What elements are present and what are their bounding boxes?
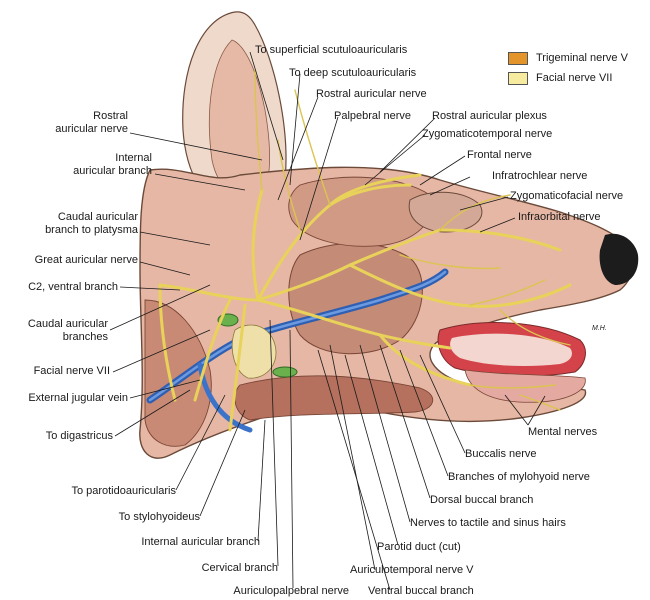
label-caudal-auricular-branches-line1: Caudal auricular (27, 318, 108, 330)
label-c2-ventral-branch: C2, ventral branch (28, 281, 118, 293)
label-to-parotidoauricularis: To parotidoauricularis (71, 485, 176, 497)
label-rostral-auricular-nerve-line2: auricular nerve (55, 123, 128, 135)
label-nerves-tactile-sinus-hairs: Nerves to tactile and sinus hairs (410, 517, 566, 529)
label-palpebral-nerve: Palpebral nerve (334, 110, 412, 122)
label-superficial-scutuloauricularis: To superficial scutuloauricularis (255, 44, 408, 56)
legend: Trigeminal nerve V Facial nerve VII (508, 48, 628, 88)
label-internal-auricular-branch-line2: auricular branch (73, 165, 152, 177)
label-facial-nerve-vii: Facial nerve VII (33, 365, 110, 377)
label-ventral-buccal-branch: Ventral buccal branch (368, 585, 474, 597)
label-internal-auricular-branch-line1: Internal (115, 152, 152, 164)
parotid-region (231, 324, 277, 379)
label-infratrochlear-nerve: Infratrochlear nerve (492, 170, 588, 182)
nose (599, 233, 639, 285)
label-buccalis-nerve: Buccalis nerve (465, 448, 537, 460)
label-zygomaticotemporal-nerve: Zygomaticotemporal nerve (422, 128, 553, 140)
label-auriculopalpebral-nerve: Auriculopalpebral nerve (233, 585, 349, 597)
leader-lines (109, 51, 546, 591)
label-great-auricular-nerve: Great auricular nerve (34, 254, 138, 266)
label-rostral-auricular-nerve-line1: Rostral (93, 110, 128, 122)
label-caudal-auricular-platysma-line2: branch to platysma (45, 224, 138, 236)
label-zygomaticofacial-nerve: Zygomaticofacial nerve (510, 190, 624, 202)
legend-row-trigeminal: Trigeminal nerve V (508, 48, 628, 68)
label-to-digastricus: To digastricus (45, 430, 113, 442)
legend-swatch-trigeminal (508, 51, 528, 65)
label-mental-nerves: Mental nerves (528, 426, 598, 438)
masseter-muscle (288, 242, 423, 355)
label-cervical-branch: Cervical branch (201, 562, 278, 574)
legend-label-trigeminal: Trigeminal nerve V (536, 52, 628, 64)
label-rostral-auricular-plexus: Rostral auricular plexus (432, 110, 547, 122)
eye-orbit (408, 191, 483, 233)
label-caudal-auricular-branches-line2: branches (62, 331, 108, 343)
label-auriculotemporal-nerve-v: Auriculotemporal nerve V (350, 564, 474, 576)
lower-lip (464, 369, 586, 403)
mouth-inner (450, 333, 572, 366)
label-deep-scutuloauricularis: To deep scutuloauricularis (289, 67, 417, 79)
label-infraorbital-nerve: Infraorbital nerve (518, 211, 601, 223)
label-branches-mylohyoid-nerve: Branches of mylohyoid nerve (448, 471, 590, 483)
label-internal-auricular-branch-bottom: Internal auricular branch (141, 536, 260, 548)
label-dorsal-buccal-branch: Dorsal buccal branch (430, 494, 534, 506)
label-to-stylohyoideus: To stylohyoideus (118, 511, 200, 523)
label-caudal-auricular-platysma-line1: Caudal auricular (57, 211, 138, 223)
label-external-jugular-vein: External jugular vein (28, 392, 128, 404)
label-frontal-nerve: Frontal nerve (467, 149, 532, 161)
temporal-muscle (288, 176, 433, 247)
artist-mark: M.H. (592, 325, 607, 332)
external-jugular-vein-highlight (148, 270, 447, 402)
legend-swatch-facial (508, 71, 528, 85)
label-parotid-duct-cut: Parotid duct (cut) (377, 541, 461, 553)
legend-row-facial: Facial nerve VII (508, 68, 628, 88)
legend-label-facial: Facial nerve VII (536, 72, 613, 84)
label-rostral-auricular-nerve-top: Rostral auricular nerve (316, 88, 427, 100)
gland-2 (272, 366, 298, 378)
fine-nerve-branches (254, 69, 571, 411)
